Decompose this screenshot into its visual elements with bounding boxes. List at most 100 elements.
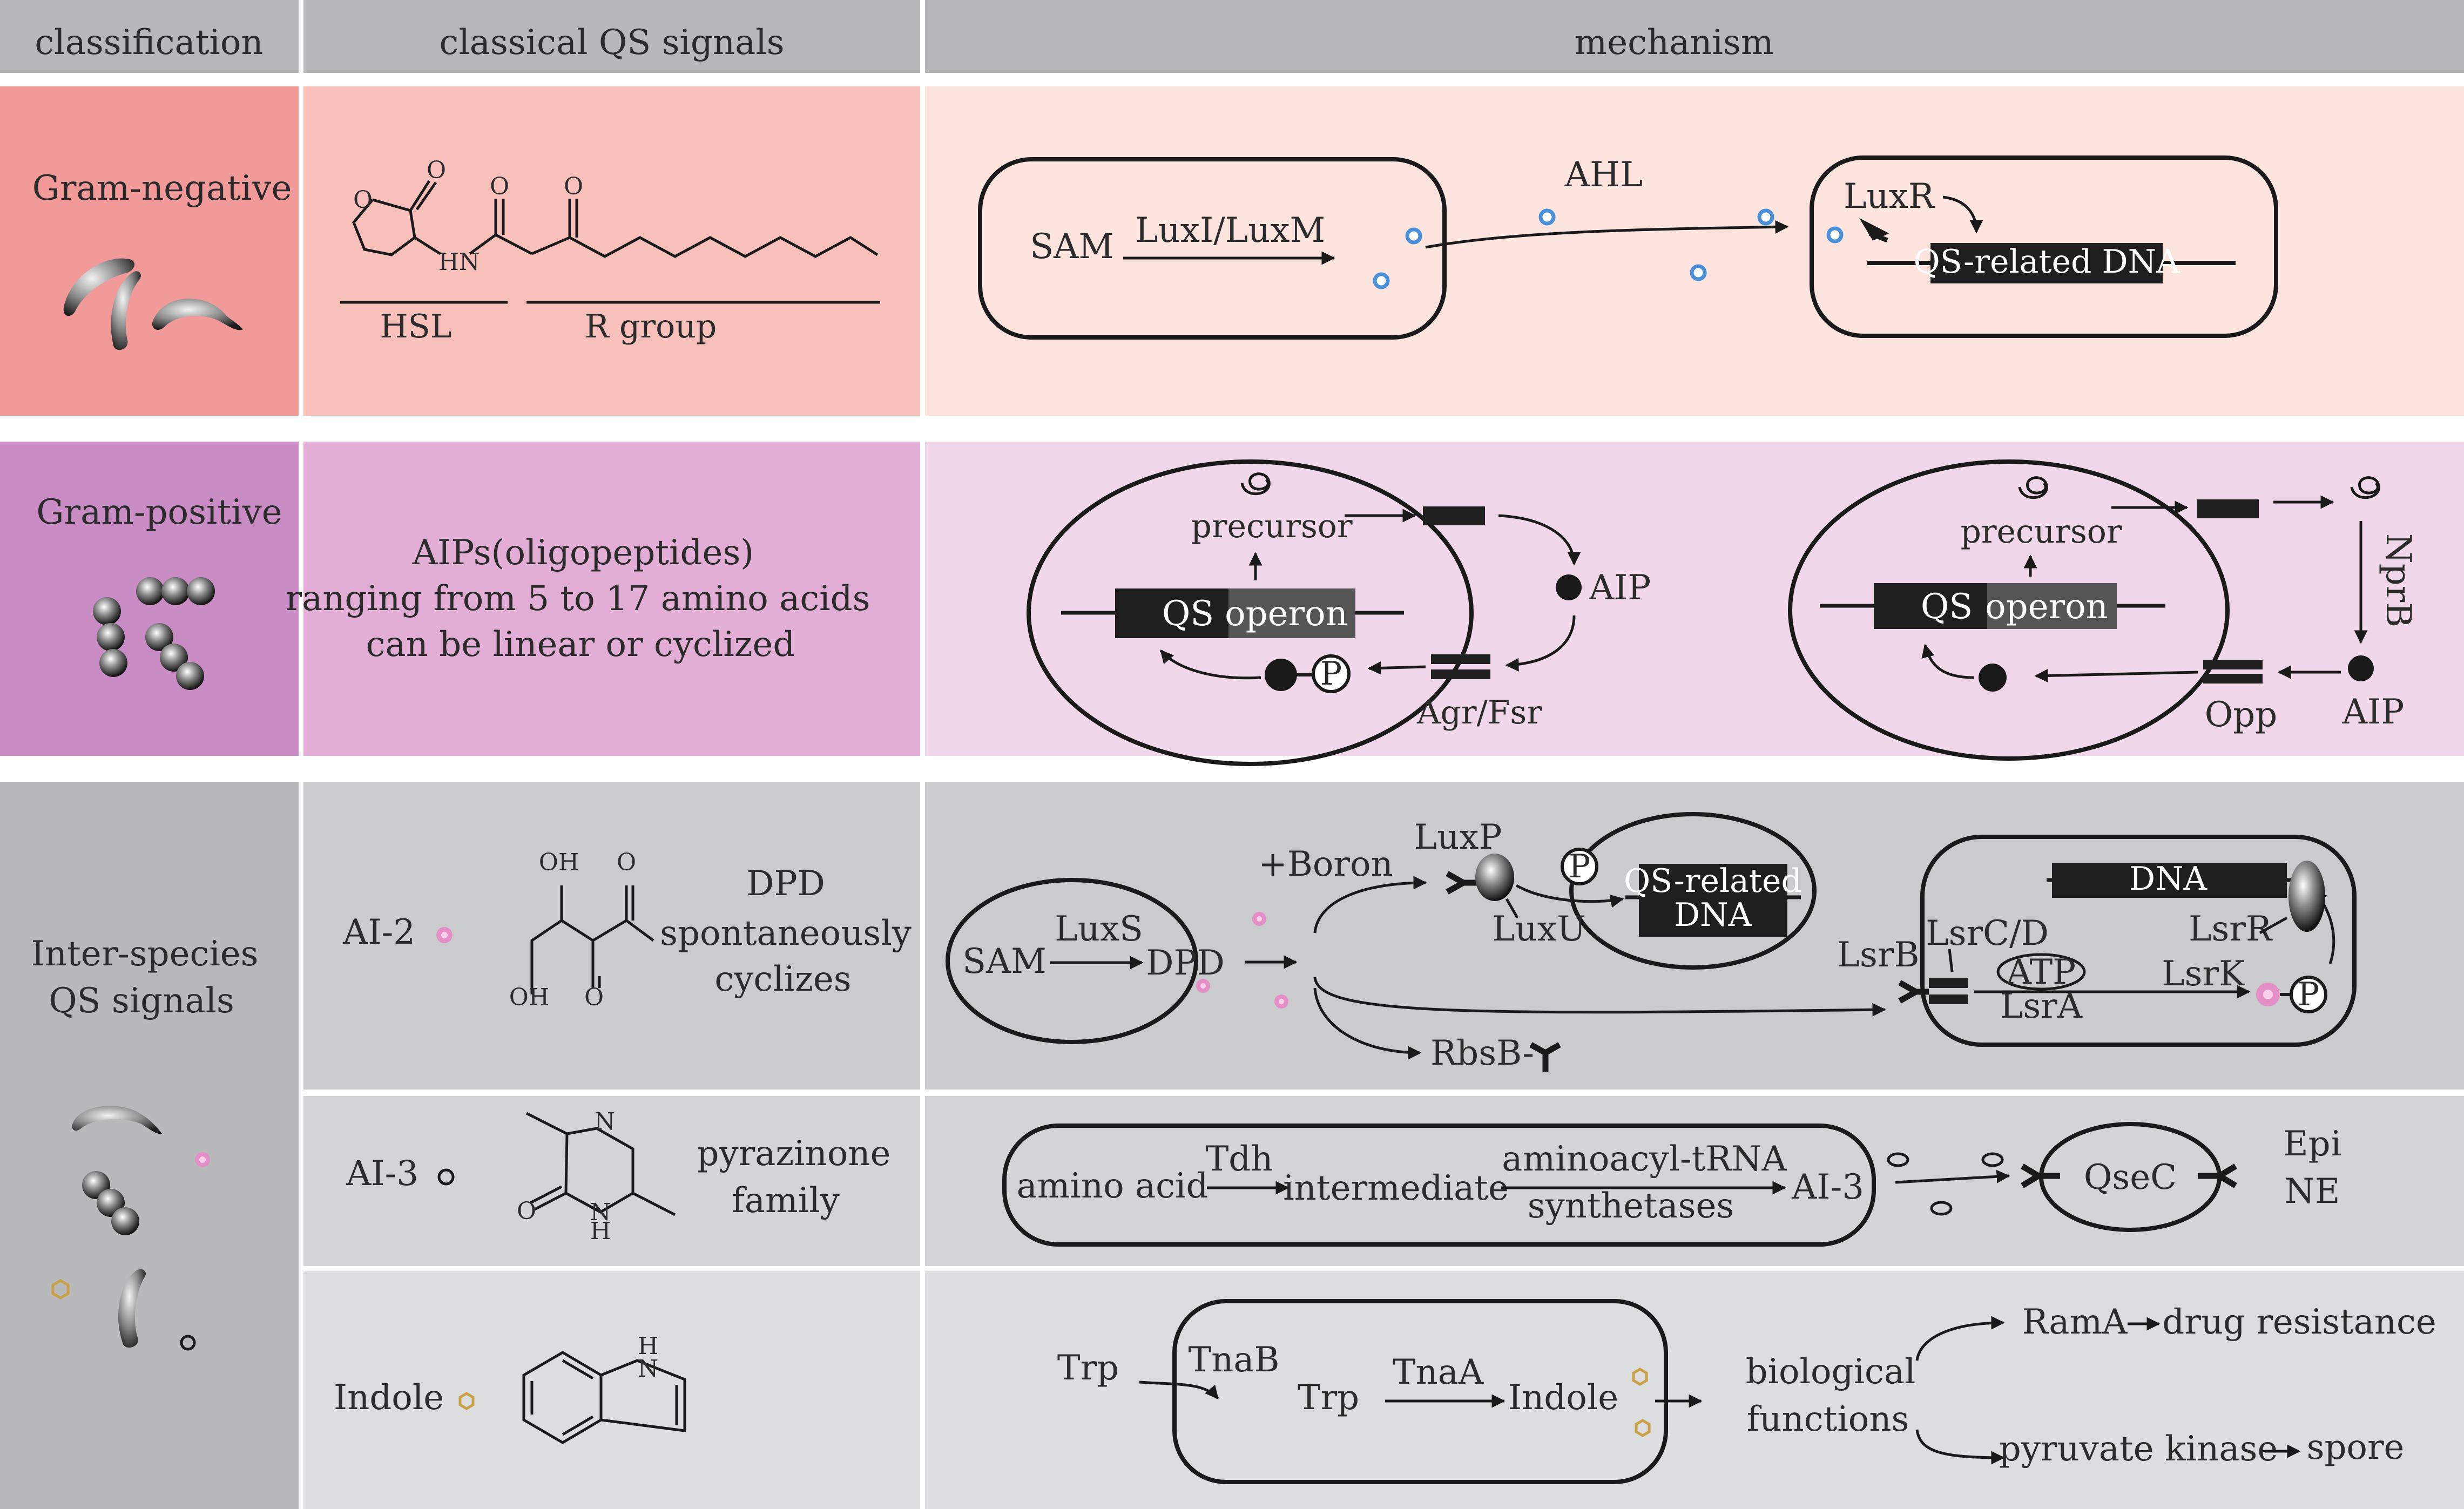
ahl-molecule xyxy=(1405,227,1422,245)
spiral-peptide-icon xyxy=(2350,476,2380,499)
dpd-o1: O xyxy=(617,849,636,876)
agr-receptor-bar-1 xyxy=(1431,654,1490,664)
ai3-synth: synthetases xyxy=(1528,1186,1734,1226)
row-inter-species: Inter-species QS signals AI-2 OH O OH xyxy=(0,782,2464,1509)
qsec-receptor-icon-2 xyxy=(2198,1163,2237,1188)
ahl-molecule xyxy=(1538,208,1556,226)
ai3-tdh: Tdh xyxy=(1206,1139,1273,1179)
indole-tnab: TnaB xyxy=(1188,1340,1279,1380)
ai3-producer-cell xyxy=(1002,1124,1876,1247)
ai3-mechanism: amino acid Tdh intermediate aminoacyl-tR… xyxy=(1002,1122,2341,1247)
ai3-molecule xyxy=(1887,1152,1909,1167)
header-cell-classification xyxy=(0,0,299,73)
qs-gene-box-2 xyxy=(1874,583,1987,629)
gram-negative-cell-1 xyxy=(978,157,1447,340)
dpd-oh1: OH xyxy=(539,849,579,876)
gp-nprb: NprB xyxy=(2378,533,2418,628)
rbsb-receptor-icon xyxy=(1529,1042,1561,1072)
dpd-structure: OH O OH O xyxy=(509,849,654,1011)
ai2-signal-cell xyxy=(303,782,920,1090)
gp-agr: Agr/Fsr xyxy=(1416,694,1542,732)
row-gram-positive: Gram-positive AIPs(oligopeptides) rangin… xyxy=(0,442,2464,766)
ai3-symbol xyxy=(437,1168,455,1186)
indole-pyruvate: pyruvate kinase xyxy=(1999,1429,2278,1469)
ahl-molecule xyxy=(1757,208,1774,226)
gn-ahl: AHL xyxy=(1564,155,1643,195)
phosphate-icon xyxy=(2290,976,2327,1013)
ai2-desc-1: DPD xyxy=(746,864,825,904)
ai3-desc-2: family xyxy=(732,1181,840,1221)
ai2-mechanism: SAM LuxS DPD +Boron RbsB- LuxP LuxU P xyxy=(946,812,2357,1073)
gram-positive-mechanism-right: precursor NprB AIP Opp QS operon xyxy=(1788,459,2418,761)
opp-gene-box xyxy=(2197,499,2259,518)
indole-signal-hexagon xyxy=(51,1279,70,1300)
qs-gene-box-1 xyxy=(1115,588,1228,638)
header-signals: classical QS signals xyxy=(439,23,784,63)
luxp-protein-icon xyxy=(1475,854,1514,901)
gp-aip-2: AIP xyxy=(2342,692,2405,732)
response-regulator-icon xyxy=(1265,659,1297,691)
cocci-bacteria-icon xyxy=(93,577,215,690)
ai3-nh-h: H xyxy=(590,1217,611,1245)
gram-positive-mechanism-left: precursor AIP Agr/Fsr P QS operon xyxy=(1027,459,1651,766)
gp-p: P xyxy=(1320,655,1342,693)
ai3-o: O xyxy=(517,1197,536,1225)
indole-molecule xyxy=(1635,1419,1651,1437)
phosphate-icon xyxy=(1561,848,1598,885)
indole-signal-cell xyxy=(303,1271,920,1509)
ai2-desc-2: spontaneously xyxy=(660,913,912,953)
mixed-bacteria-icon xyxy=(51,1106,210,1351)
gram-positive-cell-2 xyxy=(1788,459,2230,761)
ahl-molecule xyxy=(1373,272,1390,289)
ai3-molecule xyxy=(1930,1201,1953,1216)
gram-negative-mechanism: SAM LuxI/LuxM AHL LuxR QS-related DNA xyxy=(978,155,2278,340)
lsr-receiver-cell xyxy=(1920,835,2357,1047)
ai2-boron: +Boron xyxy=(1258,844,1393,884)
dpd-oh2: OH xyxy=(509,984,549,1011)
ai3-signal-circle xyxy=(180,1335,196,1351)
hsl-label: HSL xyxy=(380,308,451,346)
ahl-hn: HN xyxy=(438,248,480,276)
ai3-qsec: QseC xyxy=(2084,1158,2177,1197)
ai2-p-1: P xyxy=(1569,848,1590,885)
indole-molecule xyxy=(1632,1368,1648,1386)
gram-positive-label: Gram-positive xyxy=(36,492,282,532)
gram-negative-cell-2 xyxy=(1810,155,2278,338)
ahl-o4: O xyxy=(564,173,583,200)
gram-positive-cell-1 xyxy=(1027,459,1474,766)
ai2-dna: DNA xyxy=(2129,860,2208,898)
indole-trp-1: Trp xyxy=(1057,1348,1119,1388)
ai3-signal-cell xyxy=(303,1096,920,1266)
gp-qs-2: QS xyxy=(1921,587,1973,627)
indole-indole: Indole xyxy=(1508,1378,1618,1418)
gp-opp: Opp xyxy=(2205,695,2277,735)
gp-operon-2: operon xyxy=(1985,587,2108,627)
qs-related-dna-box xyxy=(1930,243,2163,283)
qs-related-dna-box-2 xyxy=(1639,864,1787,937)
ai2-rbsb: RbsB- xyxy=(1430,1033,1534,1073)
ai2-dpd: DPD xyxy=(1146,943,1225,983)
ai3-amino: amino acid xyxy=(1017,1166,1209,1206)
operon-gene-box-2 xyxy=(1987,583,2117,629)
ai3-ne: NE xyxy=(2285,1172,2340,1212)
aip-line-1: AIPs(oligopeptides) xyxy=(412,533,754,573)
spiral-peptide-icon xyxy=(2018,476,2048,499)
ai2-qs-dna-1: QS-related xyxy=(1624,862,1802,900)
spiral-peptide-icon xyxy=(1240,472,1271,496)
aip-dot-icon xyxy=(2348,655,2374,681)
ai3-molecule xyxy=(1981,1152,2004,1167)
lsrb-receptor-icon xyxy=(1898,980,1929,1004)
ai2-lsrb: LsrB xyxy=(1837,935,1920,975)
ai3-desc-1: pyrazinone xyxy=(697,1134,891,1174)
atp-ellipse xyxy=(1996,953,2086,991)
inter-species-label-1: Inter-species xyxy=(31,934,258,974)
gn-luxi: LuxI/LuxM xyxy=(1135,211,1325,251)
ai2-atp: ATP xyxy=(2006,952,2076,992)
header-cell-signals xyxy=(303,0,920,73)
indole-nh-h: H xyxy=(638,1332,658,1360)
gp-qs-1: QS xyxy=(1162,594,1214,634)
ai2-luxu: LuxU xyxy=(1492,909,1586,949)
ai3-epi: Epi xyxy=(2283,1124,2341,1164)
